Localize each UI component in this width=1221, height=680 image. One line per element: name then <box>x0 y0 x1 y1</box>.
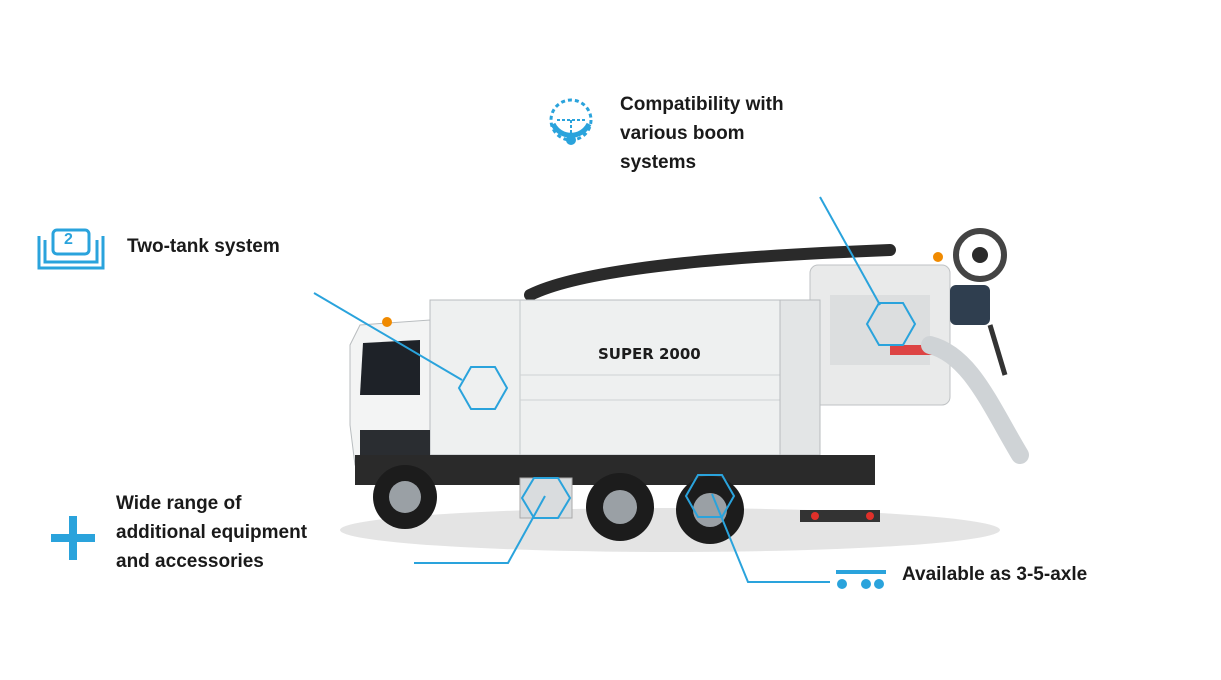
ground-shadow <box>340 508 1000 552</box>
truck-cab <box>349 317 431 466</box>
two-tank-icon: 2 <box>37 226 105 272</box>
model-label: SUPER 2000 <box>598 345 701 363</box>
plus-icon <box>51 516 95 560</box>
feature-two-tank: Two-tank system <box>127 236 280 257</box>
feature-boom-compatibility: Compatibility with various boom systems <box>620 94 784 173</box>
two-tank-icon-shape <box>37 228 105 270</box>
wheel-rear <box>676 476 744 544</box>
wheel-front <box>373 465 437 529</box>
axle-icon <box>836 570 886 589</box>
rear-equipment <box>809 228 1029 464</box>
feature-additional-equipment: Wide range of additional equipment and a… <box>116 493 308 572</box>
feature-axle-options: Available as 3-5-axle <box>902 564 1088 585</box>
boom-compatibility-icon <box>549 98 593 145</box>
truck-illustration: SUPER 2000 <box>340 228 1029 552</box>
wheel-middle <box>586 473 654 541</box>
tool-box <box>519 477 573 519</box>
tank-body: SUPER 2000 <box>429 299 821 456</box>
two-tank-icon-number: 2 <box>64 231 73 248</box>
